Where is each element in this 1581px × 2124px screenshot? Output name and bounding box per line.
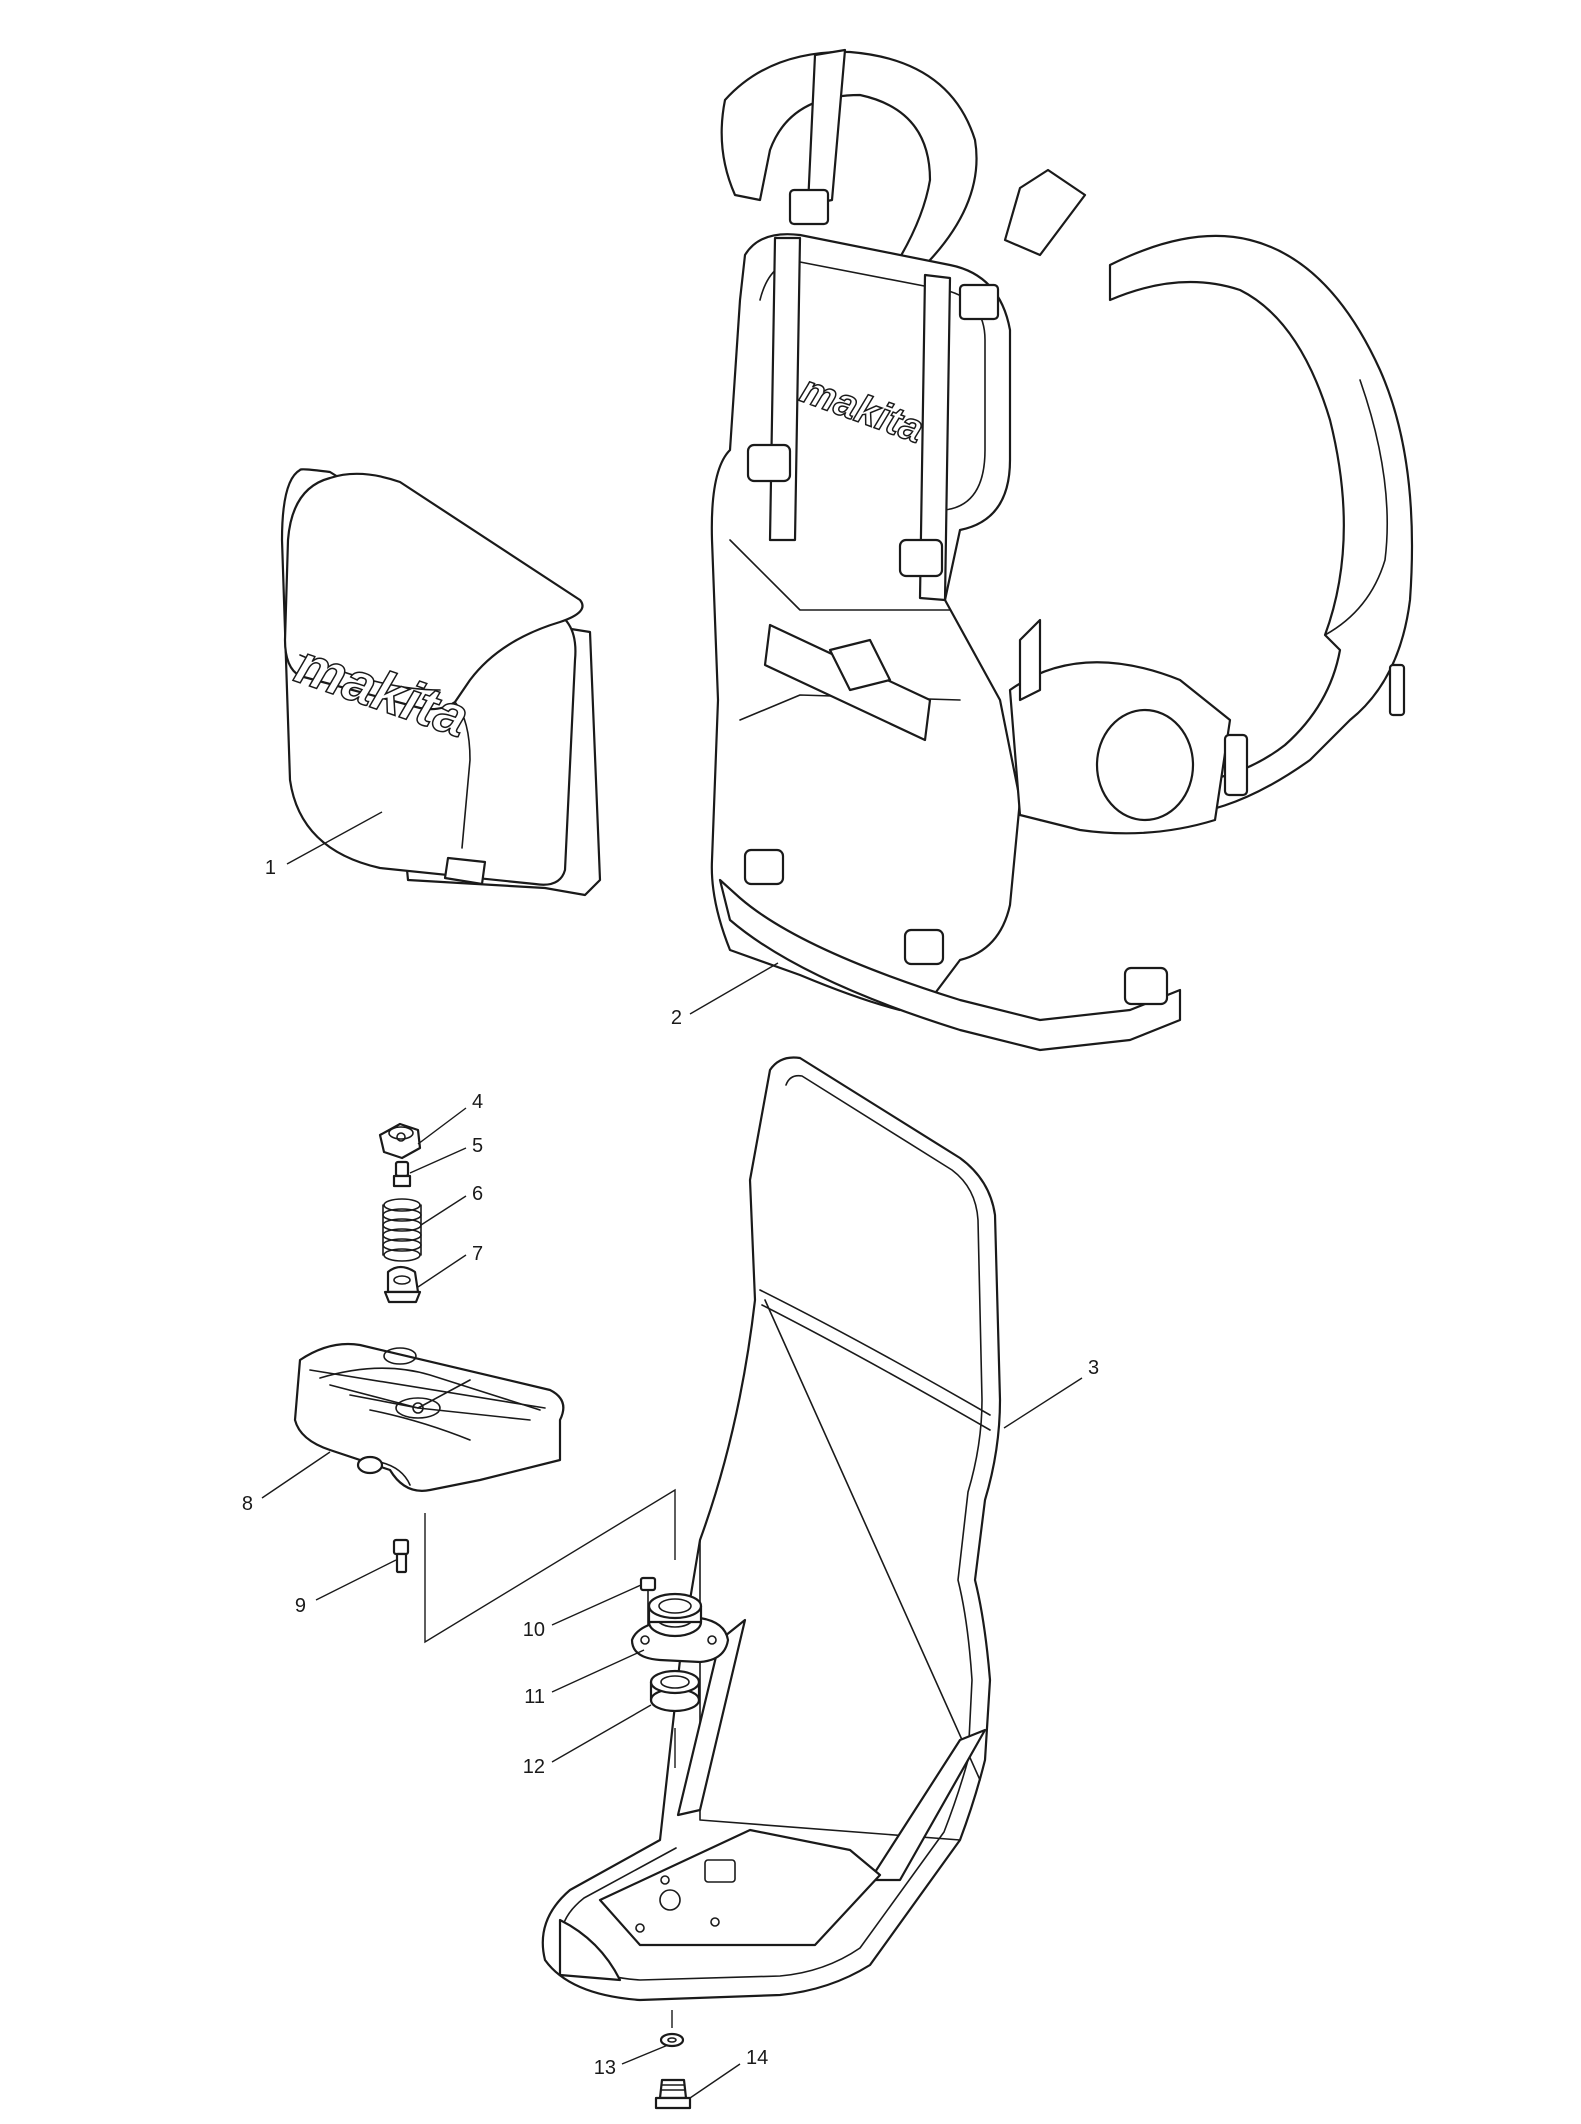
callout-8: 8 xyxy=(242,1493,253,1515)
callout-6: 6 xyxy=(472,1183,483,1205)
backpack-harness: makita xyxy=(710,48,1414,1052)
damper-cap xyxy=(383,1265,422,1304)
hex-bolt xyxy=(654,2078,692,2110)
callout-2: 2 xyxy=(671,1007,682,1029)
tool-pouch: makita xyxy=(280,468,602,897)
ball-bearing xyxy=(649,1669,701,1713)
callout-9: 9 xyxy=(295,1595,306,1617)
callout-12: 12 xyxy=(523,1756,545,1778)
suspension-tray xyxy=(293,1342,565,1492)
callout-10: 10 xyxy=(523,1619,545,1641)
compression-spring xyxy=(382,1198,422,1262)
bearing-housing xyxy=(630,1592,730,1664)
callout-11: 11 xyxy=(524,1686,545,1708)
callout-1: 1 xyxy=(265,857,276,879)
screw-5 xyxy=(392,1160,412,1188)
washer xyxy=(659,2032,685,2048)
cap-nut xyxy=(378,1122,422,1160)
callout-13: 13 xyxy=(594,2057,616,2079)
bolt-9 xyxy=(392,1538,410,1574)
callout-labels: 1 2 3 4 5 6 7 8 9 10 11 12 13 14 xyxy=(242,857,1099,2079)
callout-5: 5 xyxy=(472,1135,483,1157)
leader-lines xyxy=(261,811,1083,2099)
assembly-lines xyxy=(424,1488,676,2028)
callout-4: 4 xyxy=(472,1091,483,1113)
callout-14: 14 xyxy=(746,2047,768,2069)
callout-3: 3 xyxy=(1088,1357,1099,1379)
callout-7: 7 xyxy=(472,1243,483,1265)
